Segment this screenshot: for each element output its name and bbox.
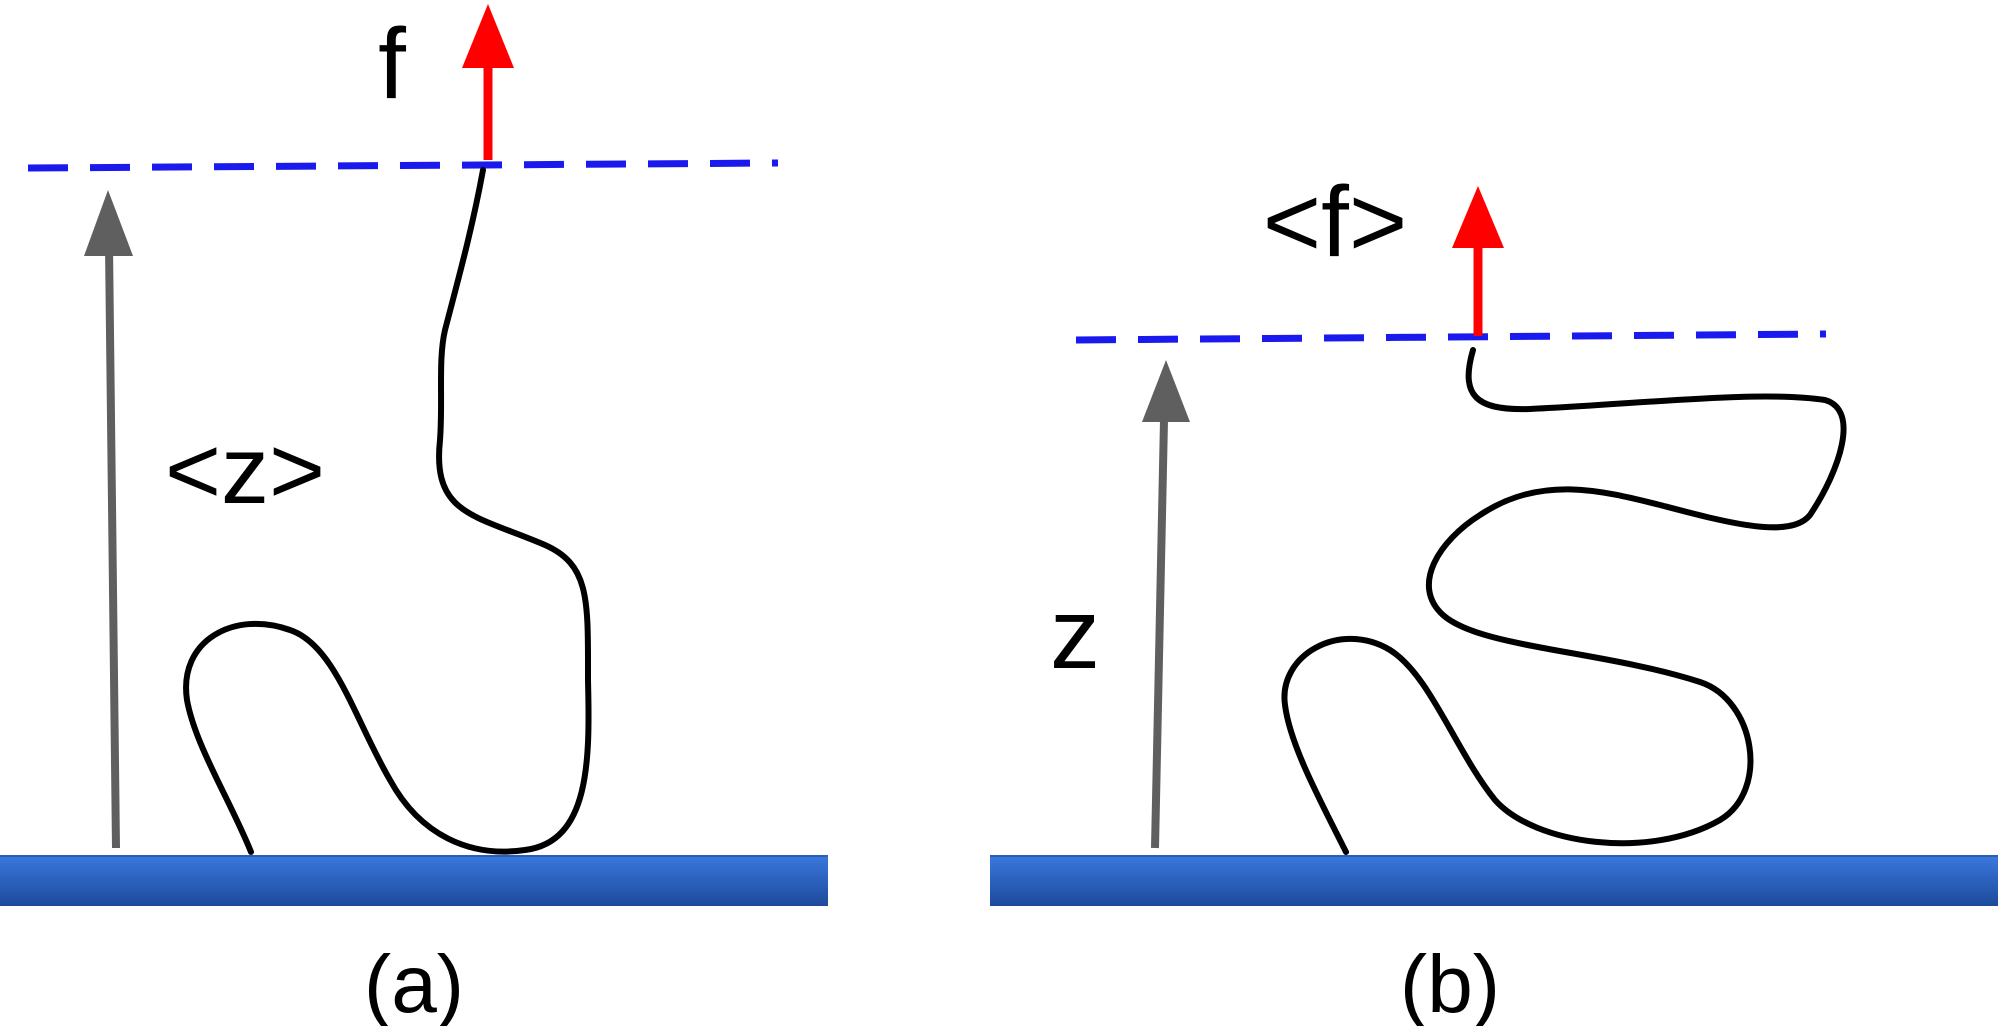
height-arrow-a — [84, 190, 133, 849]
panel-b: <f> z (b) — [990, 166, 1998, 1026]
surface-b — [990, 856, 1998, 906]
dashed-line-b — [1075, 330, 1827, 344]
surface-a — [0, 856, 828, 906]
force-label-b: <f> — [1263, 166, 1408, 278]
caption-a: (a) — [364, 939, 464, 1026]
polymer-chain-b — [1281, 347, 1847, 855]
height-label-a: <z> — [165, 417, 325, 524]
panel-a: f <z> (a) — [0, 4, 828, 1026]
polymer-chain-a — [183, 167, 592, 855]
caption-b: (b) — [1400, 939, 1500, 1026]
height-arrow-b — [1142, 360, 1190, 849]
force-arrow-b — [1452, 186, 1504, 336]
height-label-b: z — [1050, 578, 1100, 690]
dashed-line-a — [27, 159, 779, 172]
force-arrow-a — [462, 4, 514, 160]
force-label-a: f — [378, 8, 406, 120]
